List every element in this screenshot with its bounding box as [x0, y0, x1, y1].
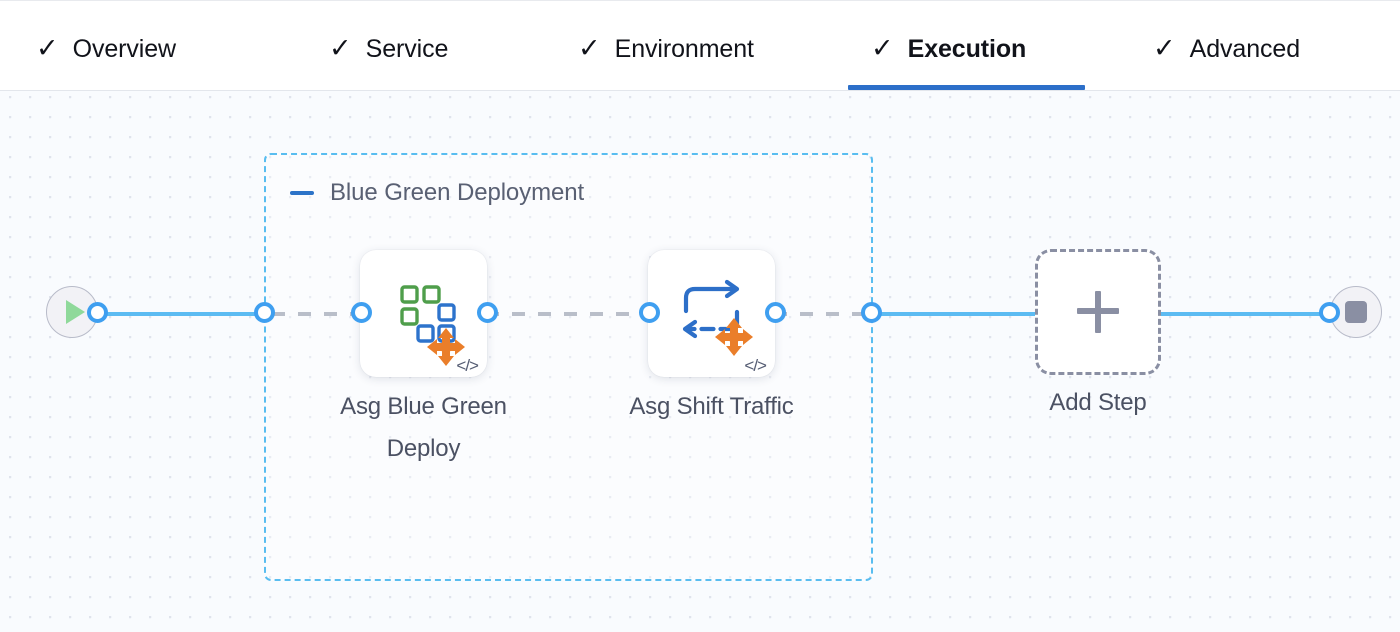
- step-label: Asg Shift Traffic: [629, 393, 794, 420]
- edge-start-to-group: [98, 312, 268, 316]
- edge-add-to-end: [1157, 312, 1337, 316]
- step-node-asg-shift-traffic[interactable]: </> Asg Shift Traffic: [629, 250, 794, 420]
- pipeline-start-node[interactable]: [46, 286, 98, 338]
- pipeline-tab-bar: ✓ Overview ✓ Service ✓ Environment ✓ Exe…: [0, 0, 1400, 91]
- tab-label: Service: [365, 34, 449, 63]
- tab-label: Overview: [72, 34, 177, 63]
- move-arrows-icon: [427, 328, 465, 366]
- edge-group-entry: [272, 312, 364, 316]
- asg-shift-traffic-icon: [682, 279, 753, 356]
- tab-service[interactable]: ✓ Service: [329, 27, 448, 71]
- add-step-button[interactable]: [1035, 249, 1161, 375]
- step-label: Asg Blue Green Deploy: [340, 393, 507, 462]
- group-header: Blue Green Deployment: [290, 181, 584, 205]
- plus-icon: [1077, 291, 1119, 333]
- asg-blue-green-deploy-icon: [400, 285, 465, 366]
- check-icon: ✓: [1153, 32, 1176, 63]
- play-icon: [65, 300, 85, 324]
- pipeline-canvas[interactable]: Blue Green Deployment: [0, 91, 1400, 632]
- step-node-asg-blue-green-deploy[interactable]: </> Asg Blue Green Deploy: [340, 250, 507, 462]
- port-group-in[interactable]: [254, 302, 275, 323]
- minus-icon[interactable]: [290, 191, 314, 195]
- port-shift-out[interactable]: [765, 302, 786, 323]
- port-group-out[interactable]: [861, 302, 882, 323]
- port-start-out[interactable]: [87, 302, 108, 323]
- move-arrows-icon: [715, 318, 753, 356]
- port-deploy-out[interactable]: [477, 302, 498, 323]
- port-end-in[interactable]: [1319, 302, 1340, 323]
- stop-icon: [1345, 301, 1367, 323]
- edge-deploy-to-shift: [486, 312, 652, 316]
- check-icon: ✓: [578, 32, 601, 63]
- tab-overview[interactable]: ✓ Overview: [36, 27, 176, 71]
- tab-label: Environment: [614, 34, 754, 63]
- edge-group-to-add: [874, 312, 1039, 316]
- port-shift-in[interactable]: [639, 302, 660, 323]
- tab-label: Advanced: [1189, 34, 1301, 63]
- check-icon: ✓: [36, 32, 59, 63]
- port-deploy-in[interactable]: [351, 302, 372, 323]
- step-card[interactable]: </>: [360, 250, 487, 377]
- check-icon: ✓: [329, 32, 352, 63]
- tab-advanced[interactable]: ✓ Advanced: [1153, 27, 1300, 71]
- tab-label: Execution: [907, 34, 1027, 63]
- edge-shift-to-group-exit: [774, 312, 874, 316]
- step-card[interactable]: </>: [648, 250, 775, 377]
- check-icon: ✓: [871, 32, 894, 63]
- tab-environment[interactable]: ✓ Environment: [578, 27, 754, 71]
- group-title: Blue Green Deployment: [330, 179, 585, 206]
- add-step-label: Add Step: [1049, 389, 1147, 416]
- code-glyph: </>: [456, 356, 479, 375]
- active-tab-underline: [848, 85, 1085, 90]
- stage-group-blue-green-deployment[interactable]: Blue Green Deployment: [264, 153, 873, 581]
- code-glyph: </>: [744, 356, 767, 375]
- tab-execution[interactable]: ✓ Execution: [871, 27, 1026, 71]
